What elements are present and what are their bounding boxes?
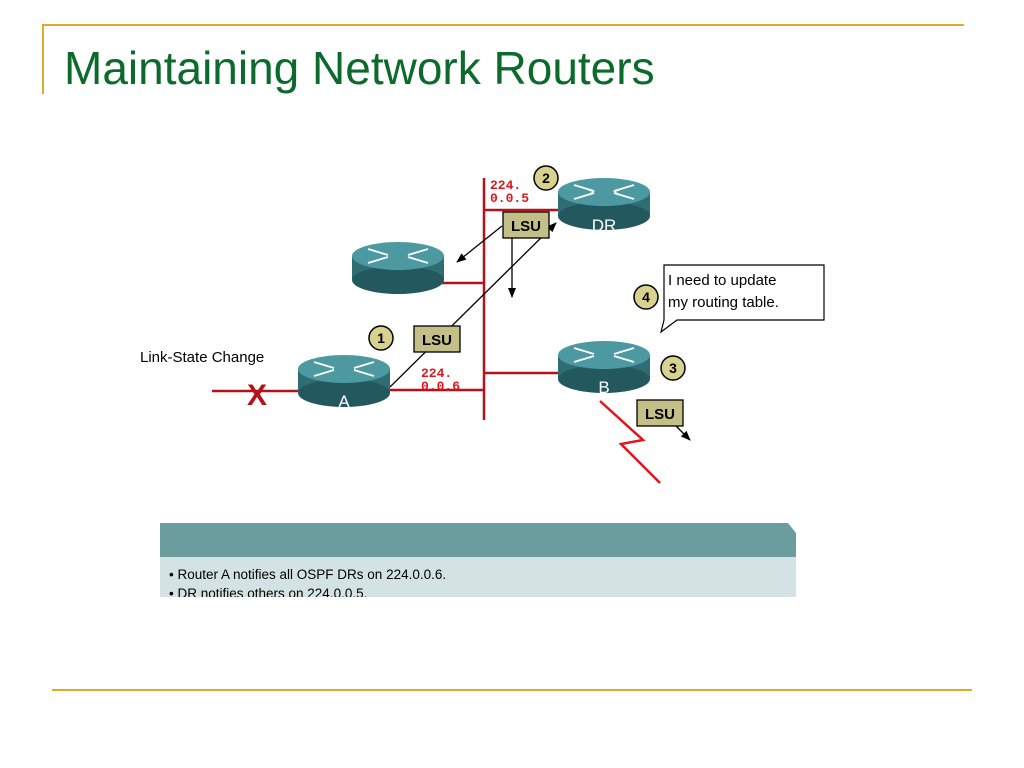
router-a-label: A [338, 392, 350, 411]
title-accent-horizontal [42, 24, 964, 26]
lsu-label: LSU [511, 218, 541, 235]
address-dr-line2: 0.0.5 [490, 191, 529, 206]
lsu-arrows [389, 222, 691, 441]
speech-line-1: I need to update [668, 272, 776, 289]
step-number-3: 3 [669, 360, 677, 376]
router-b-icon: B [558, 341, 650, 397]
caption-header-bar [160, 523, 796, 557]
footer-rule [52, 689, 972, 691]
caption-panel: • Router A notifies all OSPF DRs on 224.… [160, 523, 796, 597]
arrow-dr-to-left-router [456, 225, 503, 263]
router-a-icon: A [298, 355, 390, 411]
router-dr-label: DR [592, 216, 617, 235]
router-b-label: B [598, 378, 609, 397]
lsu-box-b: LSU [636, 399, 684, 427]
step-number-4: 4 [642, 289, 650, 305]
address-dr-line1: 224. [490, 178, 521, 193]
lsu-label: LSU [645, 406, 675, 423]
step-badge-2: 2 [533, 165, 559, 191]
step-badge-1: 1 [368, 325, 394, 351]
caption-line-1: • Router A notifies all OSPF DRs on 224.… [169, 567, 447, 582]
failure-mark-icon: X [247, 379, 267, 412]
lsu-box-a: LSU [413, 325, 461, 353]
router-left-icon [352, 242, 444, 294]
step-number-2: 2 [542, 170, 550, 186]
network-segments [212, 178, 560, 420]
lsu-box-dr: LSU [502, 211, 550, 239]
caption-body: • Router A notifies all OSPF DRs on 224.… [160, 557, 796, 597]
address-a-line1: 224. [421, 366, 452, 381]
speech-bubble: I need to update my routing table. [660, 264, 825, 334]
link-state-change-label: Link-State Change [140, 349, 264, 366]
lightning-bolt-icon [599, 400, 661, 484]
slide-title: Maintaining Network Routers [64, 42, 655, 94]
step-number-1: 1 [377, 330, 385, 346]
step-badge-4: 4 [633, 284, 659, 310]
address-a-line2: 0.0.6 [421, 379, 460, 394]
caption-line-2: • DR notifies others on 224.0.0.5. [169, 586, 368, 597]
speech-line-2: my routing table. [668, 294, 779, 311]
lsu-label: LSU [422, 332, 452, 349]
arrow-a-to-dr [389, 222, 557, 388]
title-accent-vertical [42, 24, 44, 94]
step-badge-3: 3 [660, 355, 686, 381]
router-dr-icon: DR [558, 178, 650, 235]
